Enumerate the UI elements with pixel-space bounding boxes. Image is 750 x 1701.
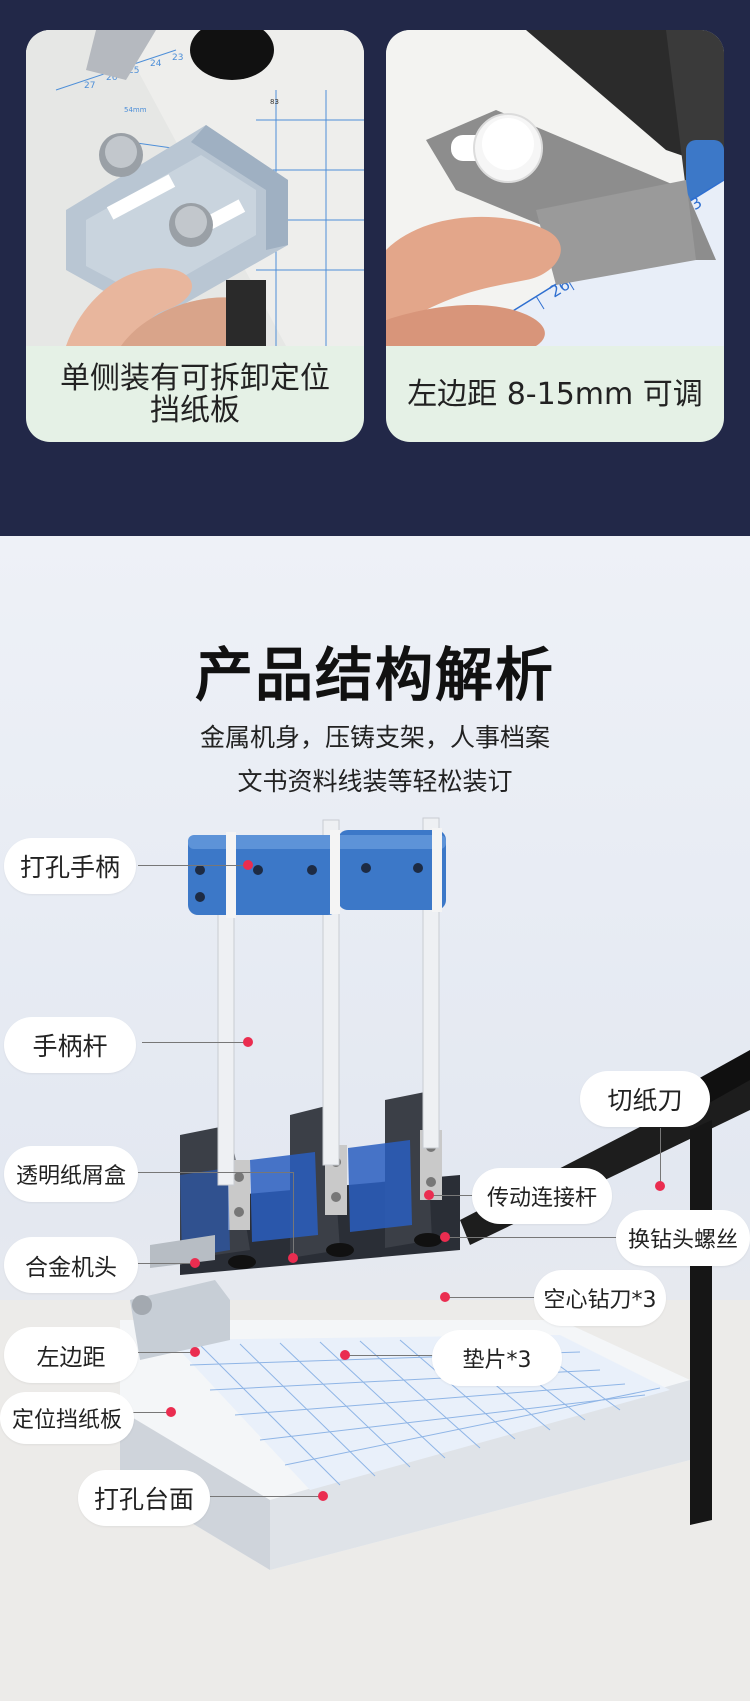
marker-dot bbox=[190, 1258, 200, 1268]
ruler-mark: 27 bbox=[84, 81, 95, 91]
caption-line: 左边距 8-15mm 可调 bbox=[407, 377, 703, 412]
baffle-plate-photo: 27 26 25 24 23 54mm 83 bbox=[26, 30, 364, 346]
margin-ruler-photo: 23 24 25 26 bbox=[386, 30, 724, 346]
label-handle: 打孔手柄 bbox=[4, 838, 136, 894]
label-hollow-drill: 空心钻刀*3 bbox=[534, 1270, 666, 1326]
ruler-mark: 54mm bbox=[124, 106, 147, 114]
caption-line: 挡纸板 bbox=[150, 393, 240, 428]
marker-dot bbox=[318, 1491, 328, 1501]
label-cutter: 切纸刀 bbox=[580, 1071, 710, 1127]
marker-dot bbox=[243, 1037, 253, 1047]
feature-card-baffle: 27 26 25 24 23 54mm 83 bbox=[26, 30, 364, 442]
leader-line bbox=[138, 1263, 193, 1264]
marker-dot bbox=[655, 1181, 665, 1191]
label-baffle: 定位挡纸板 bbox=[0, 1392, 134, 1444]
leader-line bbox=[210, 1496, 320, 1497]
label-linkage-rod: 传动连接杆 bbox=[472, 1168, 612, 1224]
caption-line: 单侧装有可拆卸定位 bbox=[60, 361, 330, 396]
label-alloy-head: 合金机头 bbox=[4, 1237, 138, 1293]
label-handle-rod: 手柄杆 bbox=[4, 1017, 136, 1073]
label-left-margin: 左边距 bbox=[4, 1327, 138, 1383]
leader-line bbox=[293, 1172, 294, 1258]
leader-line bbox=[432, 1195, 474, 1196]
leader-line bbox=[132, 1412, 172, 1413]
ruler-mark: 26 bbox=[106, 73, 118, 83]
top-feature-section: 27 26 25 24 23 54mm 83 bbox=[0, 0, 750, 536]
card-caption: 左边距 8-15mm 可调 bbox=[396, 348, 714, 442]
leader-line bbox=[445, 1237, 617, 1238]
hole-punch-machine-illustration bbox=[0, 817, 750, 1701]
marker-dot bbox=[340, 1350, 350, 1360]
feature-card-margin: 23 24 25 26 左边距 8-15mm 可调 bbox=[386, 30, 724, 442]
ruler-mark: 23 bbox=[172, 53, 183, 63]
section-title: 产品结构解析 bbox=[194, 641, 555, 709]
label-scrap-box: 透明纸屑盒 bbox=[4, 1146, 138, 1202]
leader-line bbox=[660, 1128, 661, 1186]
ruler-mark: 83 bbox=[270, 98, 279, 106]
marker-dot bbox=[440, 1232, 450, 1242]
leader-line bbox=[445, 1297, 535, 1298]
marker-dot bbox=[243, 860, 253, 870]
label-table: 打孔台面 bbox=[78, 1470, 210, 1526]
ruler-mark: 24 bbox=[150, 59, 162, 69]
card-caption: 单侧装有可拆卸定位 挡纸板 bbox=[36, 348, 354, 442]
subtitle-line-2: 文书资料线装等轻松装订 bbox=[237, 767, 513, 796]
leader-line bbox=[138, 865, 248, 866]
leader-line bbox=[142, 1042, 247, 1043]
label-bit-screw: 换钻头螺丝 bbox=[616, 1210, 750, 1266]
subtitle-line-1: 金属机身，压铸支架，人事档案 bbox=[199, 723, 550, 752]
ruler-mark: 25 bbox=[128, 66, 139, 76]
marker-dot bbox=[288, 1253, 298, 1263]
label-gasket: 垫片*3 bbox=[432, 1330, 562, 1386]
leader-line bbox=[138, 1172, 294, 1173]
leader-line bbox=[138, 1352, 193, 1353]
marker-dot bbox=[440, 1292, 450, 1302]
marker-dot bbox=[424, 1190, 434, 1200]
leader-line bbox=[345, 1355, 433, 1356]
marker-dot bbox=[166, 1407, 176, 1417]
marker-dot bbox=[190, 1347, 200, 1357]
